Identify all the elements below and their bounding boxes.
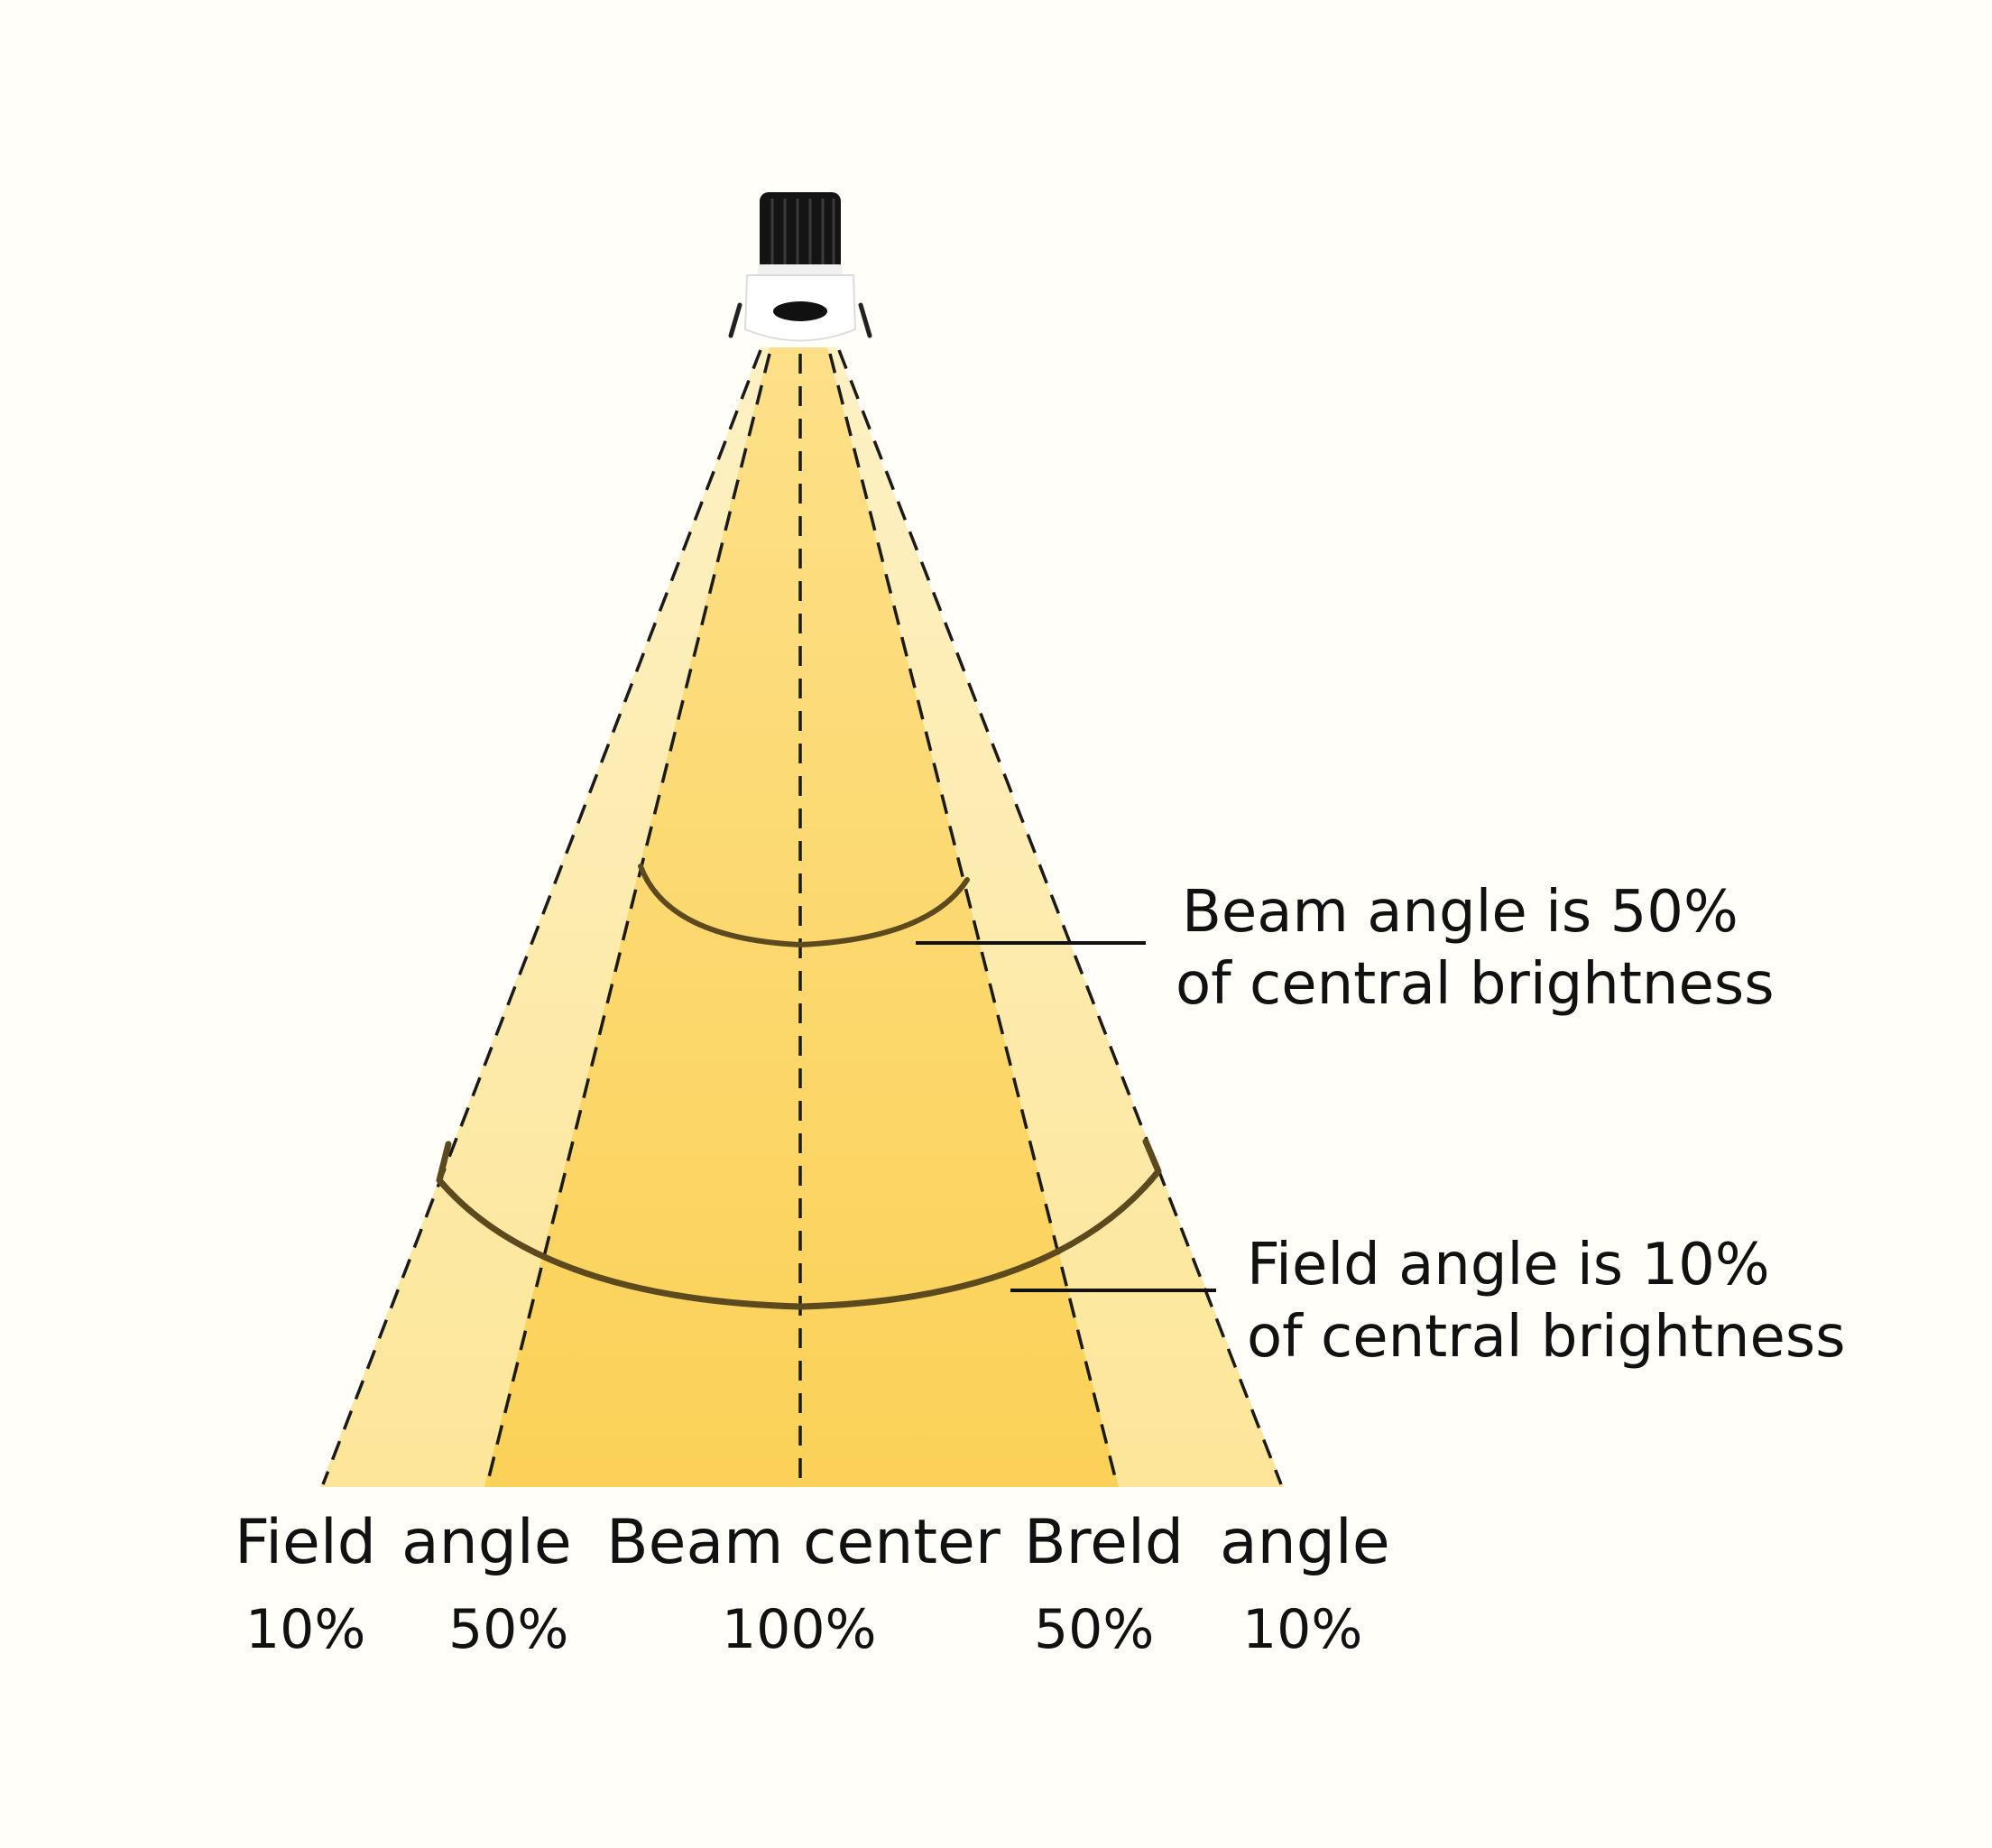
right-beam-percent: 50% bbox=[1034, 1598, 1155, 1661]
right-field-percent: 10% bbox=[1242, 1598, 1363, 1661]
field-angle-arc bbox=[436, 1138, 1162, 1310]
right-angle-label: angle bbox=[1220, 1507, 1390, 1578]
left-angle-label: angle bbox=[401, 1507, 572, 1578]
left-beam-percent: 50% bbox=[448, 1598, 569, 1661]
downlight-icon bbox=[728, 192, 872, 342]
left-field-label: Field bbox=[235, 1507, 376, 1578]
beam-angle-callout-line2: of central brightness bbox=[1176, 951, 1775, 1018]
left-field-percent: 10% bbox=[245, 1598, 366, 1661]
field-angle-callout-line2: of central brightness bbox=[1247, 1304, 1846, 1371]
field-angle-left-boundary bbox=[321, 349, 762, 1485]
beam-angle-callout-line1: Beam angle is 50% bbox=[1182, 879, 1738, 946]
beam-center-label: Beam center bbox=[606, 1507, 1001, 1578]
beam-angle-arc bbox=[638, 864, 970, 948]
field-angle-callout-line1: Field angle is 10% bbox=[1247, 1232, 1770, 1298]
center-percent: 100% bbox=[722, 1598, 877, 1661]
right-field-label: Breld bbox=[1024, 1507, 1185, 1578]
field-angle-right-boundary bbox=[837, 349, 1283, 1485]
